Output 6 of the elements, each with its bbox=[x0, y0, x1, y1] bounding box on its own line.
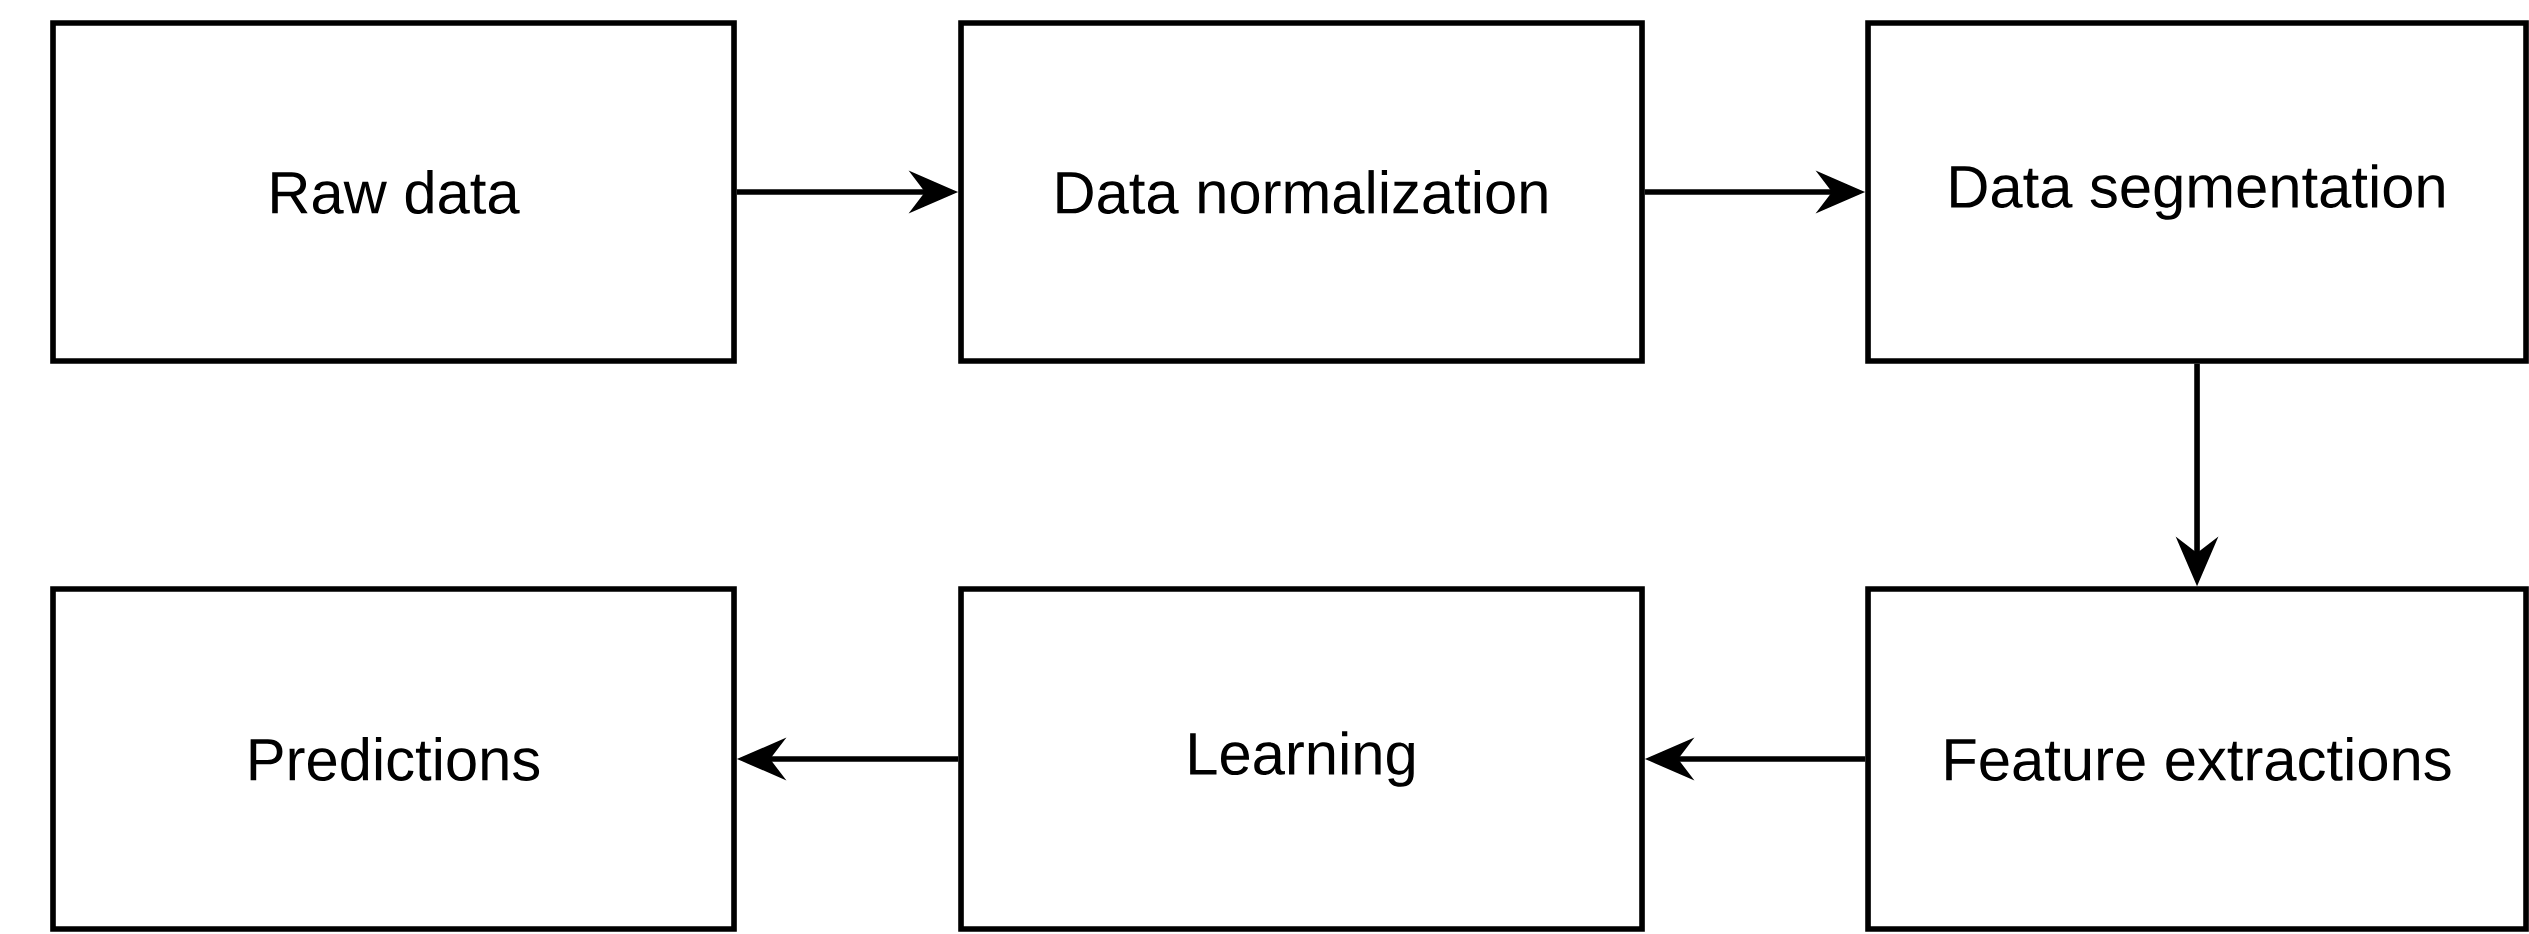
process-box: Raw data bbox=[50, 20, 737, 364]
process-box: Predictions bbox=[50, 586, 737, 932]
process-box: Feature extractions bbox=[1865, 586, 2529, 932]
process-box: Learning bbox=[958, 586, 1645, 932]
process-box: Data segmentation bbox=[1865, 20, 2529, 364]
process-box: Data normalization bbox=[958, 20, 1645, 364]
